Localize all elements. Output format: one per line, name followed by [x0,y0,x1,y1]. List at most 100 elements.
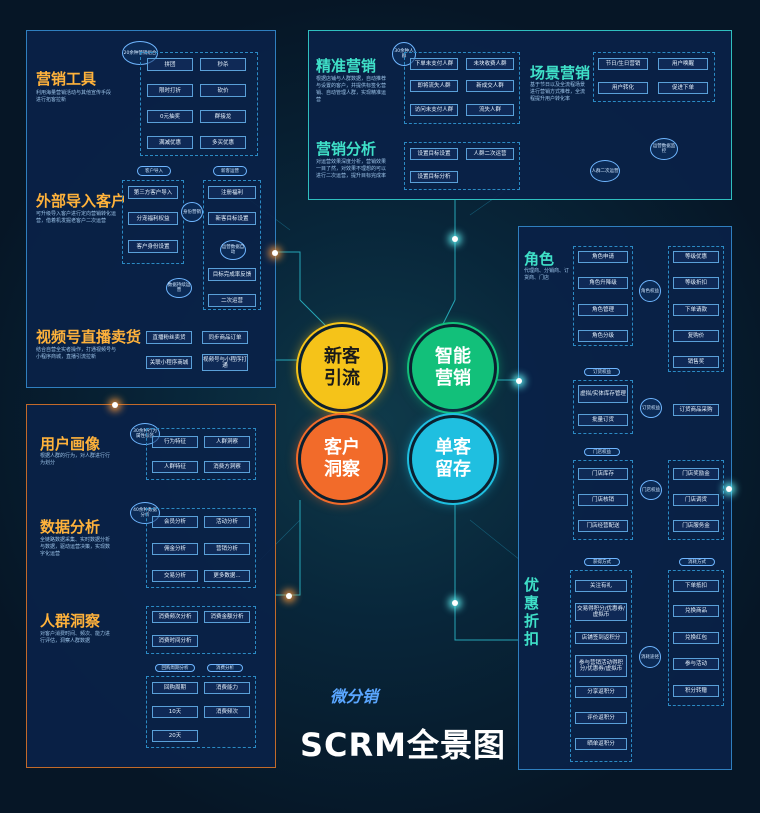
glow-dot [452,600,458,606]
analysis-desc: 对运营效果深度分析，营销效果一目了然，对效果不理想的可以进行二次运营，提升目标完… [316,159,387,179]
precision-box: 新成交人群 [466,80,514,92]
crowd-pill-b: 消费分析 [207,664,243,672]
role-right-box: 复购价 [673,330,719,342]
marketing-tools-group [140,52,258,156]
role-right-box: 下单请款 [673,304,719,316]
discount-oval: 消耗途径 [639,646,661,668]
data-analysis-box: 更多数据... [204,570,250,582]
tool-box: 拼团 [147,58,193,71]
crowd-box: 消费金额分析 [204,611,250,623]
store-pill: 门店权益 [584,448,620,456]
order-box: 虚拟/实体库存管理 [578,385,628,403]
data-analysis-group [146,508,256,588]
import-box: 第三方客户导入 [128,186,178,199]
discount-box: 店铺签到返积分 [575,632,627,644]
scene-desc: 基于节日以及全流程场景进行营销方式推荐，全流程提升用户转化率 [530,82,586,102]
analysis-oval-b: 人群二次运营 [590,160,620,182]
tool-box: 群接龙 [200,110,246,123]
store-group [573,460,633,540]
role-box: 角色管理 [578,304,628,316]
glow-dot [286,593,292,599]
role-group-right [668,246,724,372]
crowd-bottom-box: 回购周期 [152,682,198,694]
tool-box: 限时打折 [147,84,193,97]
role-desc: 代理商、分销商、订货商、门店 [524,268,570,281]
glow-dot [726,486,732,492]
store-oval: 门店权益 [640,480,662,500]
import-group-right [203,180,261,310]
discount-pill-get: 获得方式 [584,558,620,566]
store-box: 门店库存 [578,468,628,480]
store-box: 门店经营配送 [578,520,628,532]
discount-right-box: 兑换红包 [673,632,719,644]
role-right-box: 销售奖 [673,356,719,368]
import-box: 注册福利 [208,186,256,199]
data-analysis-desc: 全链路数据采集、实时数据分析与数据，驱动运营决策，实现数字化运营 [40,537,111,557]
discount-group-left [570,570,632,762]
circle-customer-insight-label: 客户洞察 [324,437,360,480]
import-group-left [122,180,184,264]
tool-box: 砍价 [200,84,246,97]
order-right-box: 订货商品采购 [673,404,719,416]
discount-box: 分享返积分 [575,686,627,698]
crowd-bottom-box: 消费能力 [204,682,250,694]
import-box: 新客目标设置 [208,212,256,225]
crowd-bottom-box: 消费频次 [204,706,250,718]
page-title: SCRM全景图 [300,726,507,764]
discount-right-box: 参与活动 [673,658,719,670]
crowd-desc: 对客户消费时间、频次、能力进行评估，洞察人群数据 [40,631,111,644]
brand-logo: 微分销 [330,687,379,706]
order-group [573,380,633,434]
precision-desc: 根据店铺与人群数据，自动推荐与设置的客户，并提供标签化营销、自动管理人群，实现精… [316,76,387,103]
scene-box: 用户唤醒 [658,58,708,70]
analysis-box: 人群二次运营 [466,148,514,160]
glow-dot [272,250,278,256]
portrait-box: 人群特征 [152,461,198,473]
scene-box: 用户转化 [598,82,648,94]
discount-group-right [668,570,724,706]
portrait-desc: 根据人群的行为，对人群进行行为划分 [40,453,111,466]
discount-pill-use: 消耗方式 [679,558,715,566]
portrait-box: 人群洞察 [204,436,250,448]
import-title: 外部导入客户 [36,192,127,210]
portrait-title: 用户画像 [40,435,101,453]
data-analysis-box: 佣金分析 [152,543,198,555]
data-analysis-box: 会员分析 [152,516,198,528]
analysis-title: 营销分析 [316,140,377,158]
live-box: 视频号与小程序打通 [202,354,248,371]
import-box: 目标完成率反馈 [208,268,256,281]
analysis-oval-a: 运营数据监控 [650,138,678,160]
precision-group [404,52,520,124]
tool-box: 秒杀 [200,58,246,71]
import-pill-right: 新客运营 [213,166,247,176]
import-box: 二次运营 [208,294,256,307]
crowd-group [146,606,256,654]
data-analysis-box: 交易分析 [152,570,198,582]
discount-box: 交易得积分/优惠券/虚拟币 [575,603,627,621]
discount-box: 关注有礼 [575,580,627,592]
scene-box: 促进下单 [658,82,708,94]
tool-box: 满减优惠 [147,136,193,149]
role-oval: 角色权益 [639,280,661,302]
order-oval: 订货权益 [640,398,662,418]
precision-box: 即将流失人群 [410,80,458,92]
marketing-tools-desc: 利用海量营销活动与其他宣传手段进行拓客拉新 [36,90,112,103]
circle-new-customer-label: 新客引流 [324,346,360,389]
discount-title: 优惠折扣 [524,576,540,648]
order-pill: 订货权益 [584,368,620,376]
crowd-bottom-box: 20天 [152,730,198,742]
glow-dot [516,378,522,384]
circle-smart-marketing-label: 智能营销 [435,346,471,389]
role-right-box: 等级优惠 [673,251,719,263]
store-right-box: 门店调货 [673,494,719,506]
data-analysis-title: 数据分析 [40,518,101,536]
discount-right-box: 积分转赠 [673,685,719,697]
analysis-box: 设置目标设置 [410,148,458,160]
role-title: 角色 [524,250,555,268]
role-right-box: 等级折扣 [673,277,719,289]
circle-customer-insight: 客户洞察 [301,418,383,500]
crowd-bottom-box: 10天 [152,706,198,718]
store-right-group [668,460,724,540]
scene-group [593,52,715,102]
store-box: 门店核销 [578,494,628,506]
